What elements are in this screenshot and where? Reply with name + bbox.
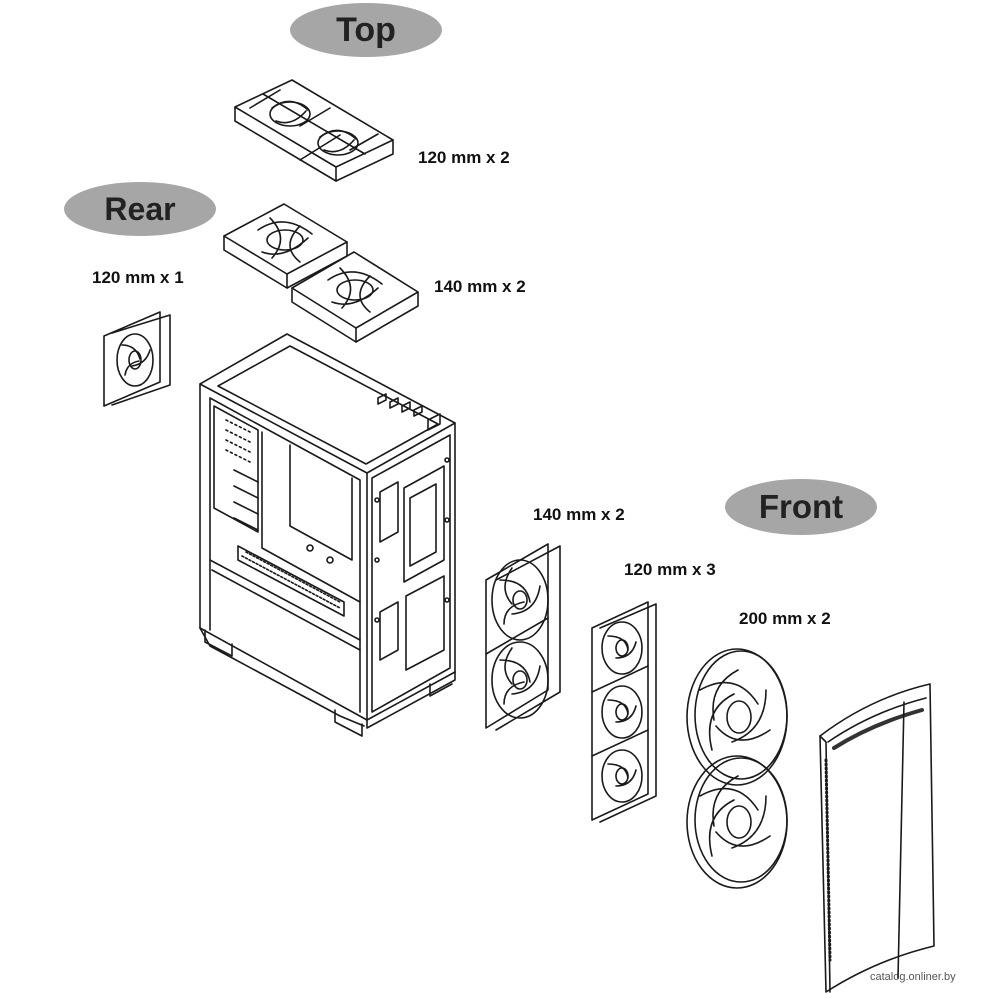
top-120mm-fan-pair [234, 79, 394, 182]
front-120mm-spec: 120 mm x 3 [624, 560, 716, 579]
rear-zone-title: Rear [64, 182, 216, 236]
watermark: catalog.onliner.by [870, 971, 956, 983]
front-140mm-fan-stack [485, 543, 561, 731]
front-zone-title: Front [725, 479, 877, 535]
front-200mm-fan-stack [686, 648, 788, 889]
front-120mm-fan-stack [591, 601, 657, 823]
front-panel [819, 683, 935, 993]
rear-120mm-fan [103, 311, 171, 407]
top-140mm-fan-pair [223, 203, 419, 343]
top-zone-title: Top [290, 3, 442, 57]
front-140mm-spec: 140 mm x 2 [533, 505, 625, 524]
top-140mm-spec: 140 mm x 2 [434, 277, 526, 296]
front-200mm-spec: 200 mm x 2 [739, 609, 831, 628]
top-120mm-spec: 120 mm x 2 [418, 148, 510, 167]
pc-case [199, 333, 456, 737]
rear-120mm-spec: 120 mm x 1 [92, 268, 184, 287]
